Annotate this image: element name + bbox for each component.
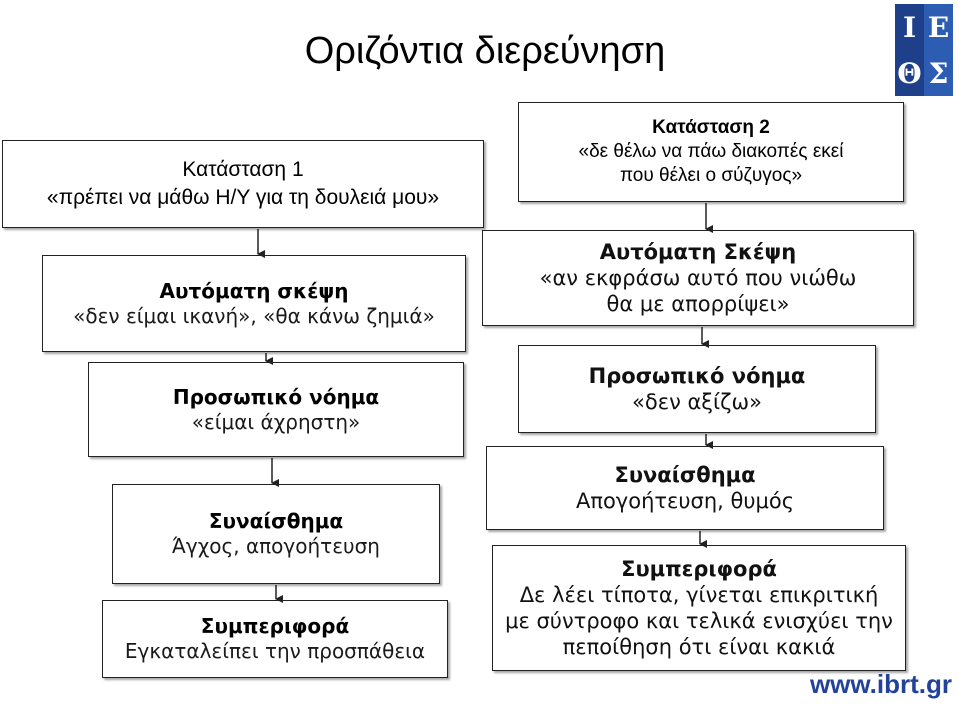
logo-letter: Σ [924, 50, 953, 96]
right-behavior-text-1: Δε λέει τίποτα, γίνεται επικριτική [519, 583, 879, 607]
left-thought-text: «δεν είμαι ικανή», «θα κάνω ζημιά» [73, 303, 435, 328]
right-behavior-text-2: με σύντροφο και τελικά ενισχύει την [505, 609, 893, 633]
right-meaning-heading: Προσωπικό νόημα [588, 364, 806, 388]
page-title: Οριζόντια διερεύνηση [304, 30, 666, 72]
logo-letter: Θ [895, 50, 924, 96]
right-thought-text-2: θα με απορρίψει» [606, 292, 790, 316]
left-meaning-box: Προσωπικό νόημα «είμαι άχρηστη» [88, 362, 464, 457]
left-emotion-text: Άγχος, απογοήτευση [172, 534, 380, 558]
left-behavior-heading: Συμπεριφορά [200, 614, 350, 638]
right-behavior-box: Συμπεριφορά Δε λέει τίποτα, γίνεται επικ… [492, 545, 906, 671]
right-emotion-heading: Συναίσθημα [614, 463, 756, 487]
left-emotion-box: Συναίσθημα Άγχος, απογοήτευση [112, 484, 440, 584]
right-thought-box: Αυτόματη Σκέψη «αν εκφράσω αυτό που νιώθ… [482, 230, 914, 326]
right-meaning-text: «δεν αξίζω» [632, 390, 762, 414]
left-behavior-box: Συμπεριφορά Εγκαταλείπει την προσπάθεια [102, 600, 448, 678]
left-thought-heading: Αυτόματη σκέψη [159, 278, 349, 303]
right-behavior-heading: Συμπεριφορά [621, 557, 777, 581]
left-situation-heading: Κατάσταση 1 [182, 158, 304, 181]
website-watermark: www.ibrt.gr [809, 669, 952, 699]
left-emotion-heading: Συναίσθημα [208, 509, 344, 533]
right-behavior-text-3: πεποίθηση ότι είναι κακιά [562, 635, 836, 659]
logo-letter: I [895, 4, 924, 50]
institute-logo: I E Θ Σ [895, 4, 953, 96]
right-situation-text-2: που θέλει ο σύζυγος» [619, 165, 803, 186]
right-situation-text-1: «δε θέλω να πάω διακοπές εκεί [578, 141, 844, 162]
right-thought-heading: Αυτόματη Σκέψη [599, 240, 797, 264]
logo-letter: E [924, 4, 953, 50]
left-meaning-text: «είμαι άχρηστη» [191, 409, 361, 434]
right-meaning-box: Προσωπικό νόημα «δεν αξίζω» [518, 345, 876, 433]
right-emotion-text: Απογοήτευση, θυμός [575, 489, 795, 513]
left-situation-box: Κατάσταση 1 «πρέπει να μάθω Η/Υ για τη δ… [2, 140, 484, 228]
left-thought-box: Αυτόματη σκέψη «δεν είμαι ικανή», «θα κά… [42, 255, 466, 352]
left-meaning-heading: Προσωπικό νόημα [172, 384, 380, 409]
right-situation-box: Κατάσταση 2 «δε θέλω να πάω διακοπές εκε… [518, 102, 904, 202]
right-situation-heading: Κατάσταση 2 [652, 117, 770, 138]
right-emotion-box: Συναίσθημα Απογοήτευση, θυμός [486, 446, 884, 530]
left-behavior-text: Εγκαταλείπει την προσπάθεια [124, 639, 426, 663]
right-thought-text-1: «αν εκφράσω αυτό που νιώθω [539, 266, 857, 290]
left-situation-text: «πρέπει να μάθω Η/Υ για τη δουλειά μου» [46, 186, 440, 209]
